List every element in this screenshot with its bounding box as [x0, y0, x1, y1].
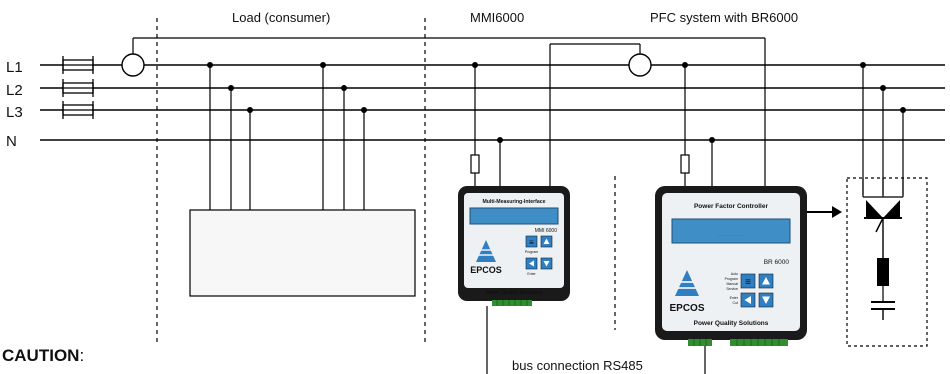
fuse-l1	[62, 56, 94, 74]
br-enter-labels: Enter Cut	[730, 296, 739, 305]
caution-heading: CAUTION:	[2, 346, 84, 366]
br-display-dots: . . . . . . . . . .	[718, 232, 744, 238]
phase-label-n: N	[6, 133, 17, 150]
label-bus: bus connection RS485	[512, 358, 643, 373]
br-program-button[interactable]	[740, 273, 756, 289]
br-voltage-fuse	[680, 154, 690, 174]
caution-text: CAUTION	[2, 346, 80, 365]
svg-text:Auto: Auto	[731, 272, 738, 276]
phase-label-l2: L2	[6, 82, 23, 99]
fuse-l3	[62, 101, 94, 119]
br-program-icon: ≡	[745, 277, 751, 288]
mmi-footer: Power Quality Solutions	[485, 290, 543, 296]
label-load: Load (consumer)	[232, 10, 330, 25]
label-pfc: PFC system with BR6000	[650, 10, 798, 25]
svg-text:Manual: Manual	[727, 282, 739, 286]
control-arrow-icon	[832, 206, 842, 218]
capacitor-stage-internal-wiring	[862, 178, 904, 198]
phase-label-l3: L3	[6, 104, 23, 121]
current-transformer-2	[628, 53, 652, 77]
svg-text:Cut: Cut	[733, 301, 738, 305]
capacitor-icon	[871, 301, 895, 320]
mmi-voltage-fuse	[470, 154, 480, 174]
br-program-labels: Auto Program Manual Service	[725, 272, 739, 291]
caution-colon: :	[79, 346, 85, 365]
svg-text:Enter: Enter	[730, 296, 739, 300]
current-transformer-1	[121, 53, 145, 77]
mmi-enter-icon	[529, 260, 534, 267]
br-terminal-block-right	[730, 339, 788, 346]
br-terminal-block-left	[688, 339, 712, 346]
reactor-icon	[877, 258, 889, 286]
mmi-epcos-logo	[476, 240, 496, 262]
br-down-arrow-icon	[762, 296, 770, 304]
mmi-program-button[interactable]	[525, 235, 538, 248]
mmi-enter-label: Enter	[527, 272, 536, 276]
mmi-brand: EPCOS	[470, 265, 502, 275]
capacitor-stage-box	[846, 177, 928, 347]
br-display	[671, 218, 791, 244]
load-box	[189, 209, 416, 297]
br-panel-title: Power Factor Controller	[694, 203, 769, 210]
br-footer: Power Quality Solutions	[694, 320, 769, 327]
mmi-program-label: Program	[525, 250, 539, 254]
mmi-down-arrow-icon	[543, 261, 550, 267]
br-epcos-logo	[675, 270, 699, 296]
mmi-program-icon: ≡	[529, 238, 534, 247]
br-model-label: BR 6000	[764, 259, 790, 266]
mmi-terminal-block	[492, 300, 532, 306]
fuse-l2	[62, 79, 94, 97]
mmi-display	[469, 207, 559, 225]
phase-label-l1: L1	[6, 59, 23, 76]
load-connections	[209, 65, 365, 210]
mmi-panel-title: Multi-Measuring-Interface	[482, 199, 545, 205]
svg-text:Program: Program	[725, 277, 739, 281]
svg-text:Service: Service	[726, 287, 738, 291]
mmi6000-device: Multi-Measuring-Interface MMI 6000 EPCOS…	[458, 186, 570, 306]
thyristor-switch-icon	[864, 200, 902, 258]
br6000-device: Power Factor Controller . . . . . . . . …	[655, 186, 807, 346]
br-up-arrow-icon	[762, 277, 770, 285]
label-mmi: MMI6000	[470, 10, 524, 25]
br-brand: EPCOS	[669, 303, 704, 314]
br-enter-icon	[744, 296, 751, 304]
mmi-up-arrow-icon	[543, 238, 550, 244]
mmi-model-label: MMI 6000	[535, 228, 557, 234]
